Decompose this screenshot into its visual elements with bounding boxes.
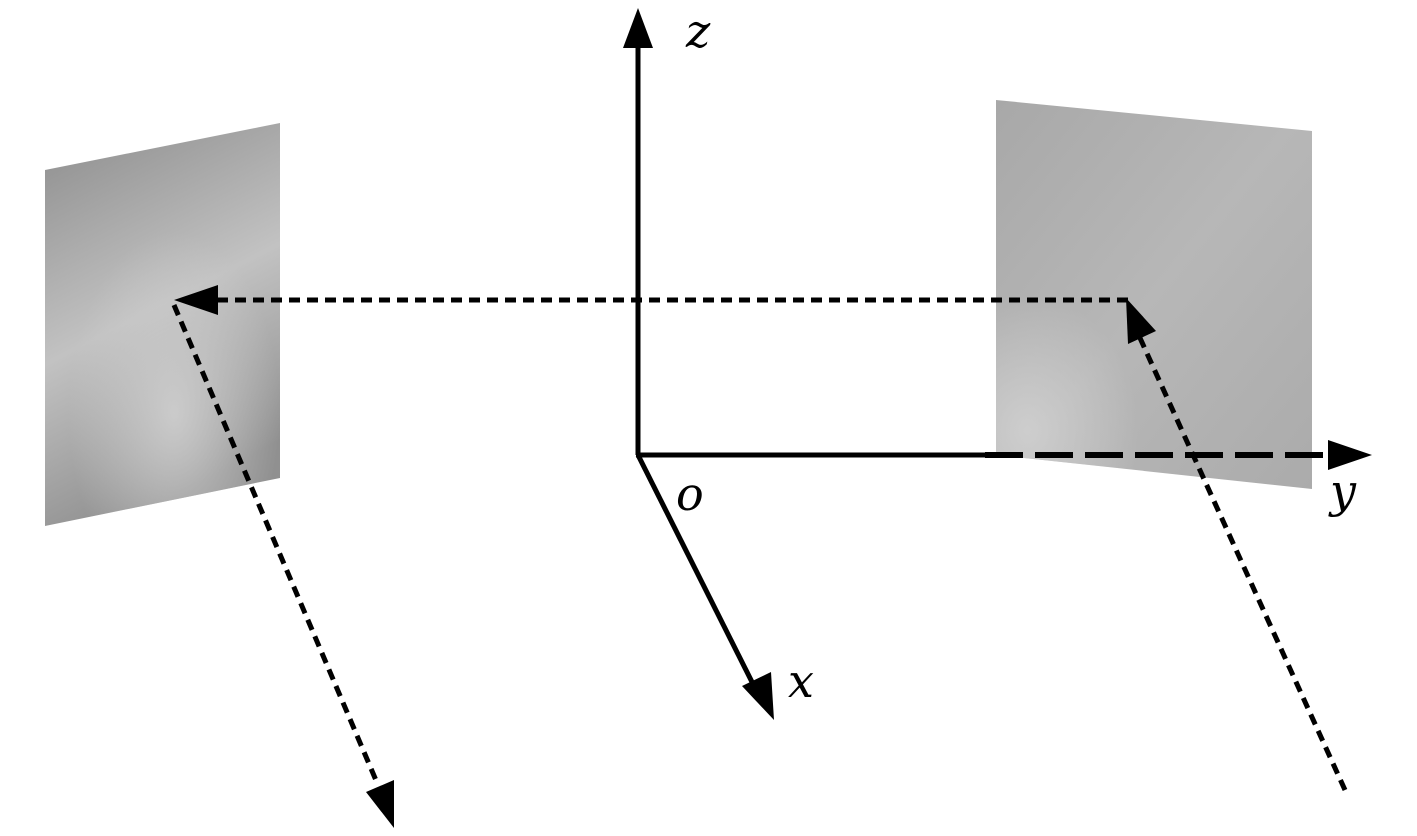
x-axis-label: x (788, 654, 814, 708)
z-axis (623, 8, 653, 455)
incident-ray (1126, 298, 1348, 792)
y-axis-label: y (1328, 464, 1357, 518)
origin-label: o (676, 467, 704, 521)
right-mirror (996, 100, 1312, 489)
incident-ray-arrowhead (1126, 298, 1156, 344)
left-mirror (45, 123, 280, 526)
z-axis-arrowhead (623, 8, 653, 48)
outgoing-ray-arrowhead (366, 780, 394, 828)
y-axis-arrowhead (1328, 440, 1372, 470)
x-axis (635, 453, 774, 720)
y-axis (636, 440, 1372, 470)
reflected-ray-horizontal (174, 285, 1128, 315)
x-axis-arrowhead (742, 672, 774, 720)
horizontal-ray-arrowhead (174, 285, 218, 315)
outgoing-ray (171, 304, 394, 828)
z-axis-label: z (685, 4, 711, 58)
